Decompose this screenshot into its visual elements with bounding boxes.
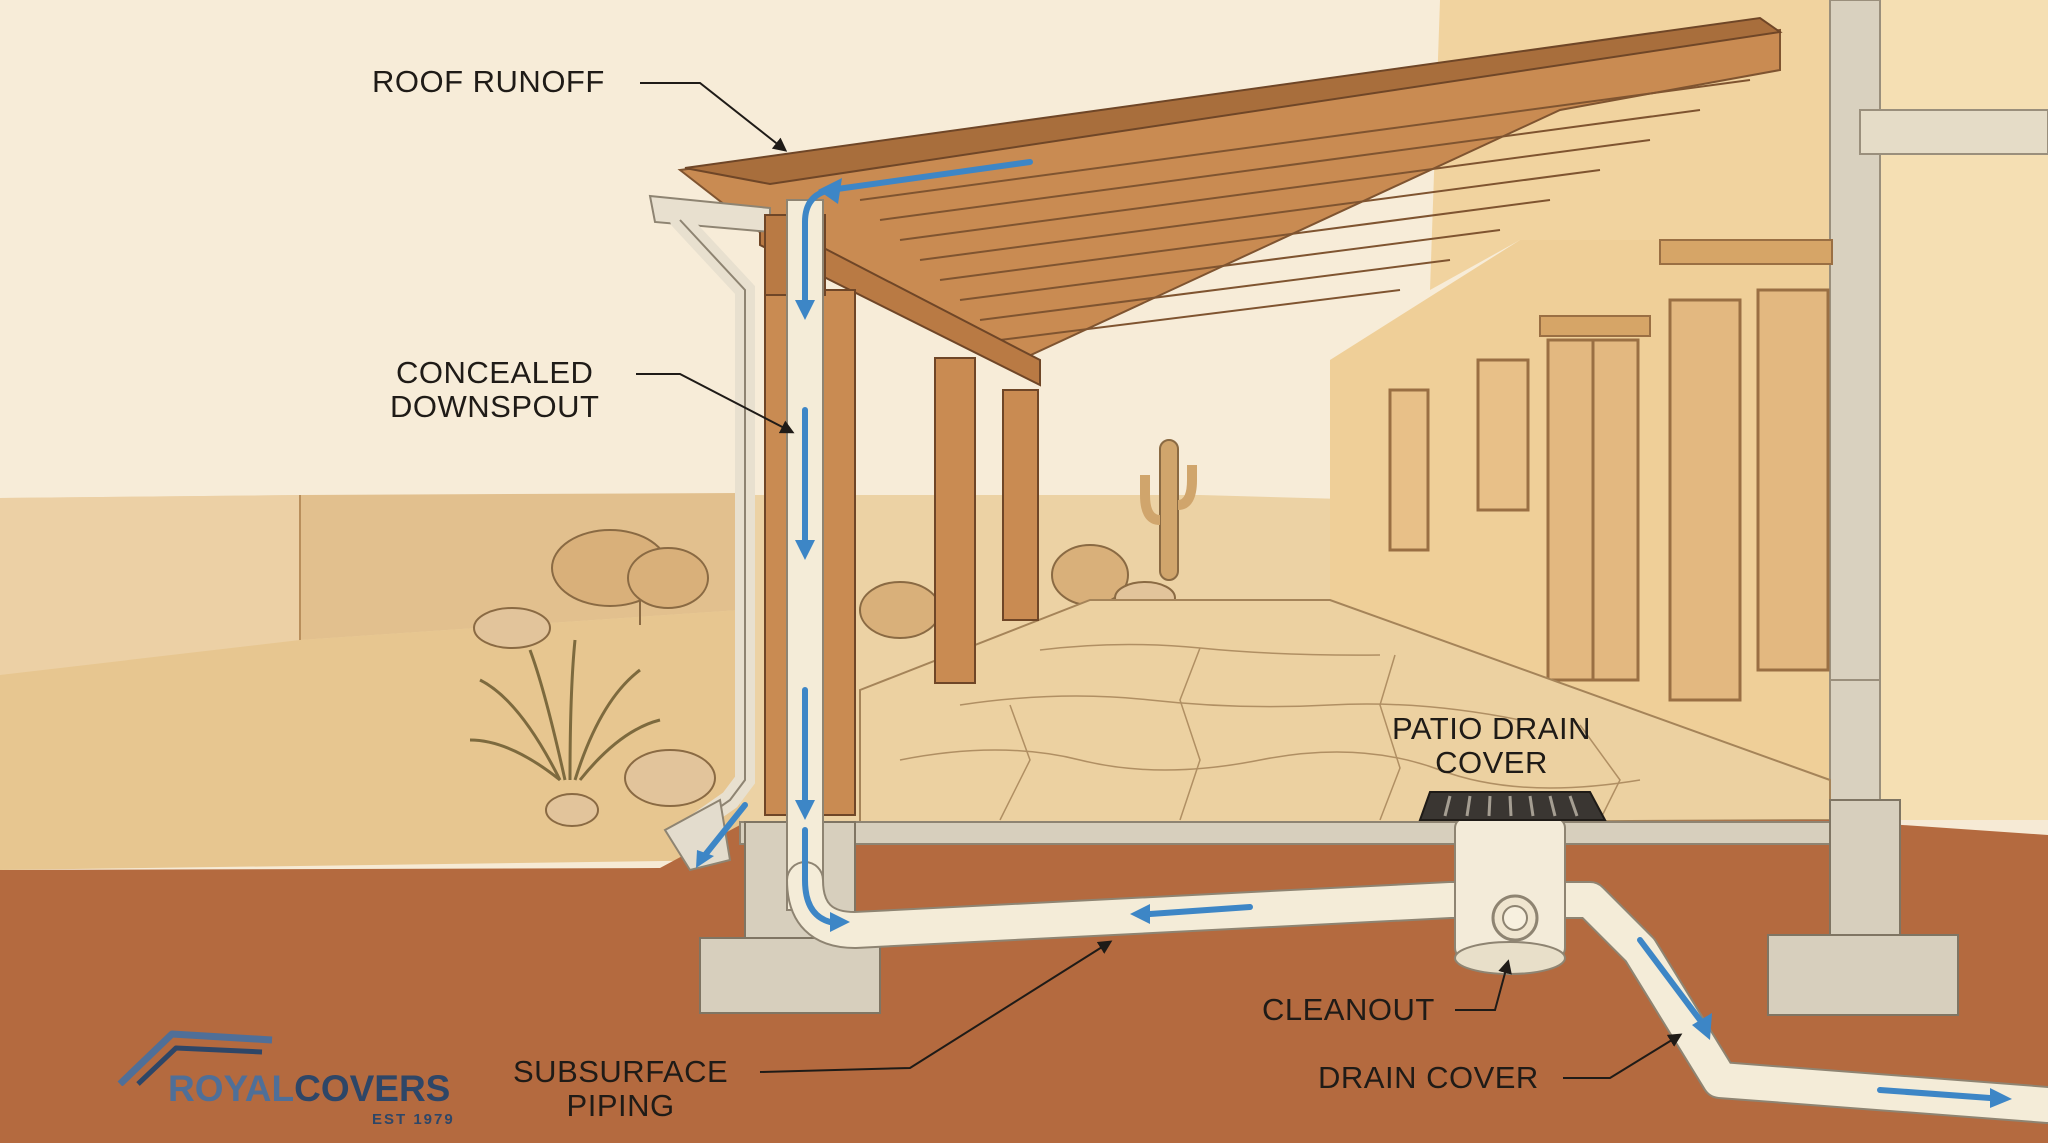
concrete-slab-edge (739, 821, 1831, 845)
patio-drain-grate (1418, 791, 1607, 821)
footing-right (1767, 799, 1959, 1016)
flow-arrowheads (696, 178, 2012, 1108)
royal-covers-logo: ROYALCOVERS EST 1979 (112, 1026, 455, 1128)
agave-plant (469, 639, 661, 782)
pergola-roof (677, 16, 1783, 387)
label-roof-runoff: ROOF RUNOFF (372, 64, 605, 99)
shrub-right (859, 544, 1176, 639)
label-patio-drain-cover-line2: COVER (1435, 745, 1548, 781)
rocks (473, 607, 716, 827)
roof-icon (117, 1030, 273, 1086)
middle-post (934, 357, 976, 684)
flagstone-joints (899, 643, 1641, 821)
back-post (1002, 389, 1039, 621)
label-subsurface-piping: SUBSURFACE PIPING (513, 1054, 729, 1124)
cactus (1140, 439, 1197, 581)
label-drain-cover: DRAIN COVER (1318, 1060, 1539, 1095)
splash-block (663, 798, 732, 872)
logo-wordmark: ROYALCOVERS (168, 1070, 450, 1107)
logo-word-covers: COVERS (294, 1068, 451, 1109)
shrub-left (551, 529, 709, 625)
label-concealed-downspout: CONCEALED DOWNSPOUT (390, 355, 600, 425)
leader-lines (636, 82, 1683, 1079)
logo-word-royal: ROYAL (168, 1068, 295, 1109)
label-subsurface-piping-line2: PIPING (566, 1088, 675, 1124)
drain-box (1454, 817, 1566, 975)
label-patio-drain-cover: PATIO DRAIN COVER (1392, 711, 1591, 781)
label-patio-drain-cover-line1: PATIO DRAIN (1392, 711, 1591, 746)
label-subsurface-piping-line1: SUBSURFACE (513, 1054, 729, 1089)
label-concealed-downspout-line1: CONCEALED (396, 355, 594, 390)
logo-est-year: EST 1979 (372, 1111, 455, 1128)
back-wall (0, 495, 300, 675)
label-concealed-downspout-line2: DOWNSPOUT (390, 389, 600, 425)
label-cleanout: CLEANOUT (1262, 992, 1435, 1027)
